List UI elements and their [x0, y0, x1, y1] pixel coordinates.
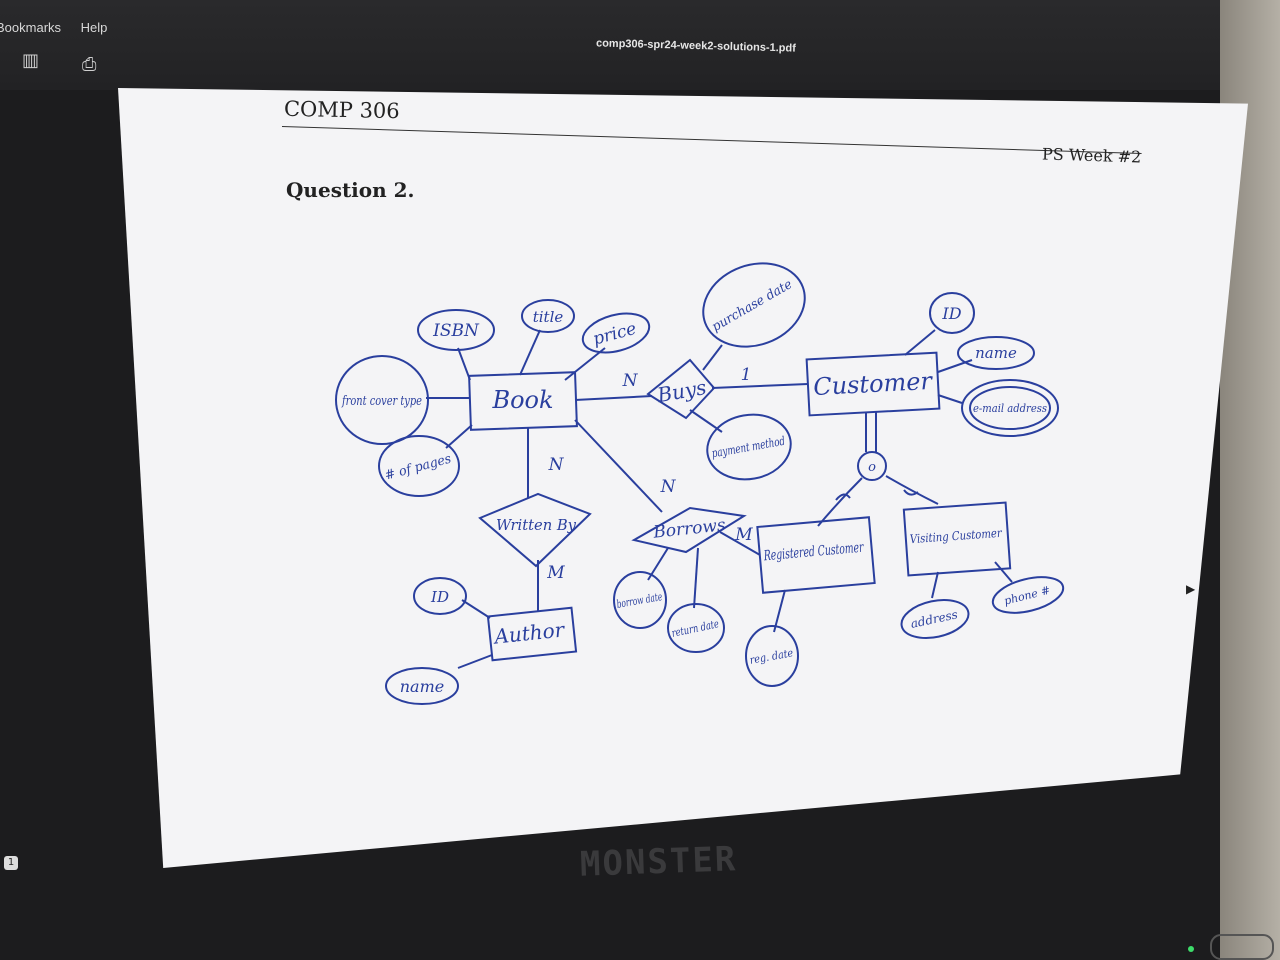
relationship-buys-diamond — [646, 358, 716, 420]
menu-bar: Bookmarks Help — [0, 20, 123, 35]
line-circle-visiting — [885, 475, 939, 505]
line-buys-purchase — [702, 344, 723, 371]
menu-help[interactable]: Help — [80, 20, 108, 35]
line-book-borrows — [574, 419, 663, 513]
entity-visiting-box — [902, 501, 1012, 577]
relationship-writtenby-diamond — [478, 492, 592, 568]
line-buys-customer — [711, 383, 809, 389]
page-badge: 1 — [4, 856, 18, 870]
attr-isbn-label: ISBN — [432, 321, 480, 341]
attr-frontcover-oval — [335, 355, 429, 445]
entity-customer-label: Customer — [813, 367, 934, 401]
entity-book-label: Book — [491, 386, 553, 414]
line-book-pages — [445, 424, 473, 449]
attr-pages-oval — [378, 435, 460, 497]
attr-author-name-oval — [385, 667, 459, 705]
attr-purchasedate-oval — [702, 262, 806, 348]
specialization-label: o — [868, 460, 876, 475]
subset-mark-visiting — [903, 489, 919, 496]
attr-email-label: e-mail address — [973, 402, 1047, 415]
line-customer-id — [904, 329, 936, 356]
attr-email-inner — [969, 386, 1051, 430]
entity-visiting-label: Visiting Customer — [909, 526, 1003, 546]
attr-pages-label: # of pages — [383, 451, 453, 483]
attr-isbn-oval — [417, 309, 495, 351]
attr-borrowdate-oval — [613, 571, 667, 629]
attr-regdate-label: reg. date — [749, 646, 795, 667]
attr-title-label: title — [533, 308, 564, 326]
attr-price-label: price — [591, 319, 639, 350]
attr-borrowdate-label: borrow date — [616, 590, 664, 611]
scroll-arrow-icon[interactable]: ▶ — [1186, 582, 1196, 596]
line-borrows-registered — [719, 531, 761, 556]
attr-customer-name-oval — [957, 336, 1035, 370]
line-book-price — [564, 347, 606, 381]
attr-payment-label: payment method — [711, 434, 787, 461]
pdf-page — [118, 88, 1248, 868]
relationship-writtenby-label: Written By — [496, 516, 577, 534]
attr-purchasedate-label: purchase date — [710, 277, 796, 335]
power-led — [1188, 946, 1194, 952]
line-registered-regdate — [773, 589, 786, 633]
line-author-id — [461, 599, 491, 619]
attr-address-label: address — [909, 607, 959, 631]
attr-author-id-label: ID — [430, 588, 449, 606]
power-button[interactable] — [1210, 934, 1274, 960]
attr-returndate-label: return date — [670, 617, 720, 640]
cardinality-buys-customer: 1 — [741, 365, 752, 385]
line-book-title — [519, 329, 541, 376]
attr-author-name-label: name — [400, 677, 444, 696]
window-top-bar — [0, 0, 1280, 90]
attr-phone-label: phone # — [1003, 584, 1052, 608]
question-title: Question 2. — [286, 178, 415, 202]
attr-title-oval — [521, 299, 575, 333]
line-visiting-phone — [994, 561, 1013, 583]
cardinality-borrows-registered: M — [734, 525, 753, 545]
sidebar-icon[interactable]: ▥ — [22, 50, 40, 71]
cardinality-buys-book: N — [622, 371, 639, 391]
attr-payment-oval — [706, 413, 792, 481]
attr-address-oval — [900, 599, 970, 639]
cardinality-writtenby-book: N — [548, 455, 565, 475]
entity-author-box — [486, 606, 578, 662]
attr-email-outer — [961, 379, 1059, 437]
relationship-borrows-label: Borrows — [651, 515, 726, 543]
entity-customer-box — [805, 351, 941, 417]
specialization-circle — [857, 451, 887, 481]
line-borrows-returndate — [693, 547, 699, 609]
attr-price-oval — [581, 312, 651, 354]
entity-book-box — [468, 371, 578, 431]
attr-returndate-oval — [667, 603, 725, 653]
line-author-name — [457, 654, 493, 669]
subset-mark-registered — [835, 493, 851, 501]
line-book-isbn — [457, 347, 471, 381]
attr-phone-oval — [991, 576, 1065, 614]
attr-regdate-oval — [745, 625, 799, 687]
line-customer-email — [937, 394, 963, 404]
entity-registered-label: Registered Customer — [762, 540, 865, 565]
line-book-buys — [574, 395, 653, 401]
attr-frontcover-label: front cover type — [341, 394, 422, 409]
entity-author-label: Author — [491, 617, 566, 649]
laptop-brand-logo: MONSTER — [579, 839, 738, 885]
print-icon[interactable]: ⎙ — [82, 54, 97, 75]
cardinality-borrows-book: N — [660, 477, 677, 497]
cardinality-writtenby-author: M — [546, 563, 565, 583]
attr-author-id-oval — [413, 577, 467, 615]
menu-bookmarks[interactable]: Bookmarks — [0, 20, 62, 35]
attr-customer-name-label: name — [975, 344, 1017, 362]
attr-customer-id-label: ID — [941, 304, 961, 323]
attr-customer-id-oval — [929, 292, 975, 334]
line-customer-name — [937, 359, 973, 373]
entity-registered-box — [756, 516, 876, 594]
line-visiting-address — [931, 571, 939, 599]
relationship-borrows-diamond — [631, 506, 747, 554]
